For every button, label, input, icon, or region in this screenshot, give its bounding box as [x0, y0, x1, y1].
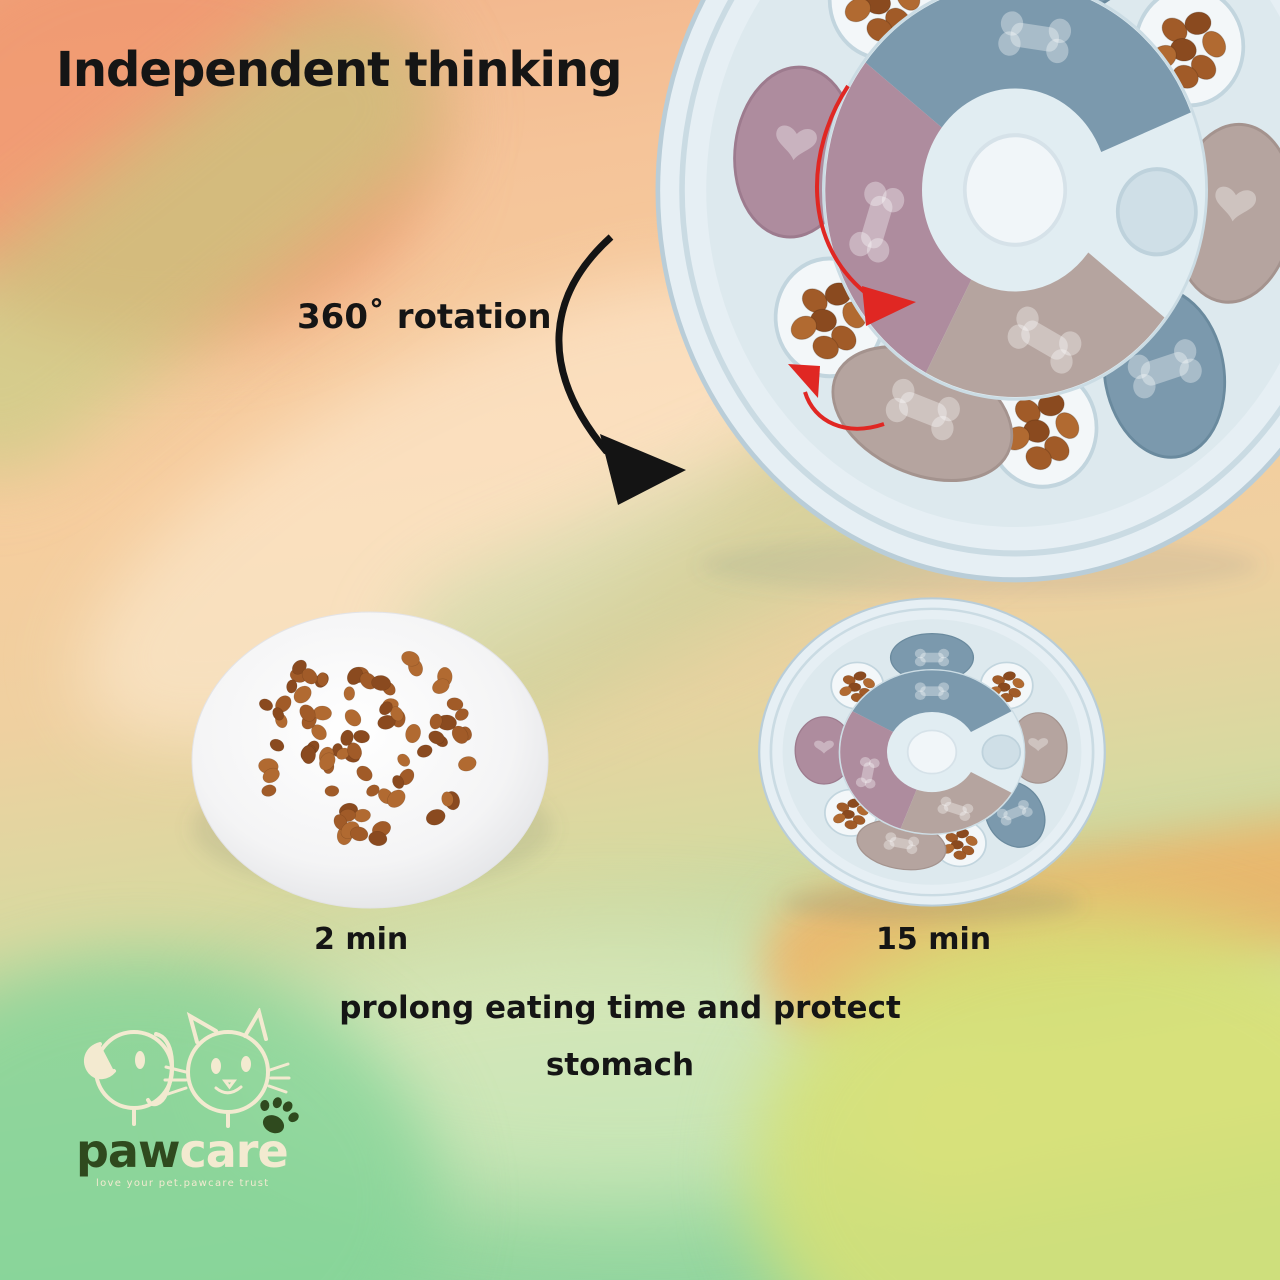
- caption-line-2: stomach: [545, 1047, 695, 1083]
- brand-tagline: love your pet.pawcare trust: [96, 1178, 270, 1189]
- rotation-arrow-icon: [555, 234, 686, 505]
- brand-name-care: care: [179, 1124, 288, 1178]
- paw-print-icon: [260, 1097, 299, 1134]
- page-title: Independent thinking: [56, 42, 622, 98]
- puzzle-feeder-small: [759, 598, 1105, 905]
- brand-name: pawcare: [76, 1128, 316, 1174]
- dog-cat-illustration: [83, 1008, 291, 1128]
- caption: prolong eating time and protect stomach: [320, 980, 920, 1094]
- dog-icon: [83, 1030, 174, 1126]
- feeder-time-label: 15 min: [876, 922, 992, 957]
- red-rotation-arrow-icon: [815, 84, 916, 326]
- cat-icon: [163, 1008, 291, 1128]
- kibble-plate: [191, 611, 549, 909]
- caption-line-1: prolong eating time and protect: [339, 990, 901, 1026]
- brand-name-paw: paw: [76, 1124, 180, 1178]
- puzzle-feeder-large: [612, 0, 1280, 630]
- rotation-label: 360˚ rotation: [297, 297, 552, 337]
- red-rotation-arrow-small-icon: [788, 364, 885, 431]
- plate-time-label: 2 min: [314, 922, 409, 957]
- kibble-pile: [258, 650, 477, 847]
- brand-logo: pawcare love your pet.pawcare trust: [76, 1008, 316, 1189]
